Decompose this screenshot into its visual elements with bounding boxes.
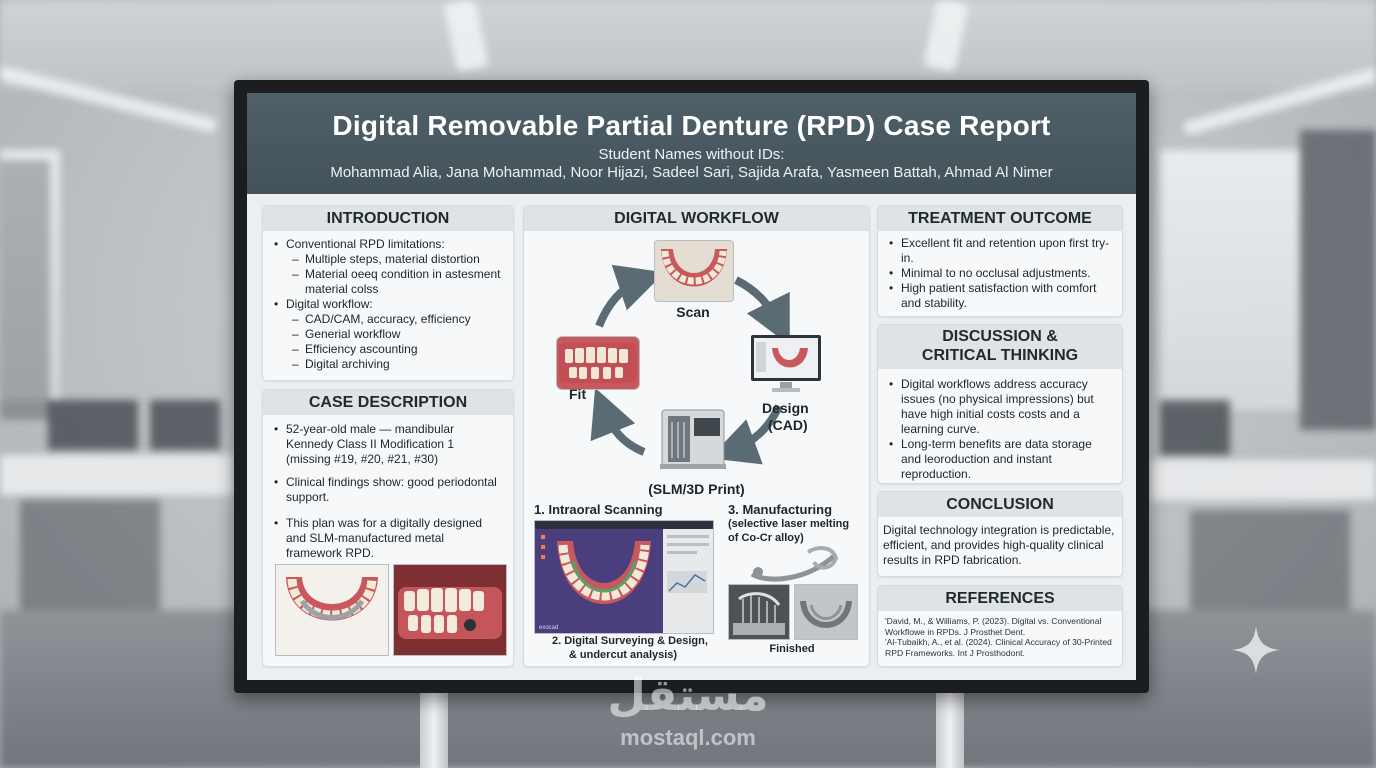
intro-subbullet: Digital archiving [263, 357, 513, 372]
workflow-cycle-arrows [590, 264, 790, 465]
intro-subbullet-cont: material colss [305, 282, 379, 296]
printed-build-plate-image [728, 584, 790, 640]
arrow-design-to-print [709, 404, 783, 465]
treatment-outcome-heading: TREATMENT OUTCOME [878, 206, 1122, 231]
case-description-panel: CASE DESCRIPTION 52-year-old male — mand… [262, 389, 514, 667]
case-bullet: This plan was for a digitally designed a… [263, 516, 501, 561]
step2-label-cont: & undercut analysis) [568, 649, 678, 661]
discussion-heading: DISCUSSION & CRITICAL THINKING [878, 325, 1122, 369]
step2-label: 2. Digital Surveying & Design, [552, 635, 708, 647]
discussion-heading-line2: CRITICAL THINKING [921, 347, 1079, 364]
finished-framework-image [794, 584, 858, 640]
discussion-bullet: Long-term benefits are data storage and … [878, 437, 1110, 482]
digital-workflow-panel: DIGITAL WORKFLOW [523, 205, 870, 667]
arrow-scan-to-design [734, 276, 790, 346]
outcome-bullet: Minimal to no occlusal adjustments. [878, 266, 1112, 281]
intro-subbullet: CAD/CAM, accuracy, efficiency [263, 312, 513, 327]
case-description-heading: CASE DESCRIPTION [263, 390, 513, 415]
intro-subbullet: Efficiency ascounting [263, 342, 513, 357]
arrow-fit-to-scan [595, 264, 665, 328]
monitor-stand-left [420, 690, 448, 768]
treatment-outcome-panel: TREATMENT OUTCOME Excellent fit and rete… [877, 205, 1123, 317]
conclusion-panel: CONCLUSION Digital technology integratio… [877, 491, 1123, 577]
watermark-arabic: مستقل [607, 670, 769, 721]
intro-bullet: Digital workflow: [263, 297, 513, 312]
discussion-panel: DISCUSSION & CRITICAL THINKING Digital w… [877, 324, 1123, 484]
intraoral-photo [393, 564, 507, 656]
reference-item: 'Al-Tubaikh, A., et al. (2024). Clinical… [885, 637, 1112, 658]
design-cad-label: (CAD) [768, 417, 808, 433]
intro-subbullet: Multiple steps, material distortion [263, 252, 513, 267]
poster-header: Digital Removable Partial Denture (RPD) … [247, 93, 1136, 194]
print-label: (SLM/3D Print) [648, 481, 745, 497]
discussion-heading-line1: DISCUSSION & [942, 328, 1058, 345]
student-names: Mohammad Alia, Jana Mohammad, Noor Hijaz… [330, 164, 1053, 181]
intraoral-scan-screenshot: exocad [534, 520, 714, 634]
introduction-heading: INTRODUCTION [263, 206, 513, 231]
workflow-heading: DIGITAL WORKFLOW [524, 206, 869, 231]
slm-printer-icon [658, 408, 728, 470]
step1-label: 1. Intraoral Scanning [534, 502, 663, 517]
sparkle-icon [1232, 626, 1280, 674]
fit-image [556, 336, 640, 390]
finished-label: Finished [769, 643, 815, 655]
discussion-bullet: Digital workflows address accuracy issue… [878, 377, 1110, 437]
outcome-bullet: Excellent fit and retention upon first t… [878, 236, 1112, 266]
scanner-brand: exocad [539, 625, 558, 631]
intro-subbullet: Material oeeq condition in astesment [263, 267, 513, 282]
arrow-print-to-fit [590, 387, 646, 456]
scan-label: Scan [676, 304, 710, 320]
case-bullet: Clinical findings show: good periodontal… [263, 475, 501, 505]
cocr-framework-image [748, 544, 840, 586]
conclusion-heading: CONCLUSION [878, 492, 1122, 517]
intro-subbullet: Generial workflow [263, 327, 513, 342]
case-bullet: 52-year-old male — mandibular Kennedy Cl… [263, 422, 501, 467]
poster-subtitle: Student Names without IDs: [598, 146, 785, 163]
poster: Digital Removable Partial Denture (RPD) … [247, 93, 1136, 680]
cad-monitor-icon [750, 334, 822, 392]
framework-model-photo [275, 564, 389, 656]
scan-arch-image [654, 240, 734, 302]
watermark-latin: mostaql.com [620, 725, 756, 750]
introduction-panel: INTRODUCTION Conventional RPD limitation… [262, 205, 514, 381]
intro-bullet: Conventional RPD limitations: [263, 237, 513, 252]
outcome-bullet: High patient satisfaction with comfort a… [878, 281, 1112, 311]
reference-item: 'David, M., & Williams, P. (2023). Digit… [885, 616, 1102, 637]
step3-detail: (selective laser melting [728, 518, 850, 530]
design-label: Design [762, 400, 809, 416]
references-panel: REFERENCES 'David, M., & Williams, P. (2… [877, 585, 1123, 667]
references-heading: REFERENCES [878, 586, 1122, 611]
fit-label: Fit [569, 386, 587, 402]
monitor: Digital Removable Partial Denture (RPD) … [234, 80, 1149, 693]
step3-label: 3. Manufacturing [728, 502, 833, 517]
monitor-stand-right [936, 690, 964, 768]
conclusion-text: Digital technology integration is predic… [883, 523, 1115, 567]
poster-title: Digital Removable Partial Denture (RPD) … [332, 110, 1051, 141]
step3-detail-cont: of Co-Cr alloy) [728, 532, 804, 544]
